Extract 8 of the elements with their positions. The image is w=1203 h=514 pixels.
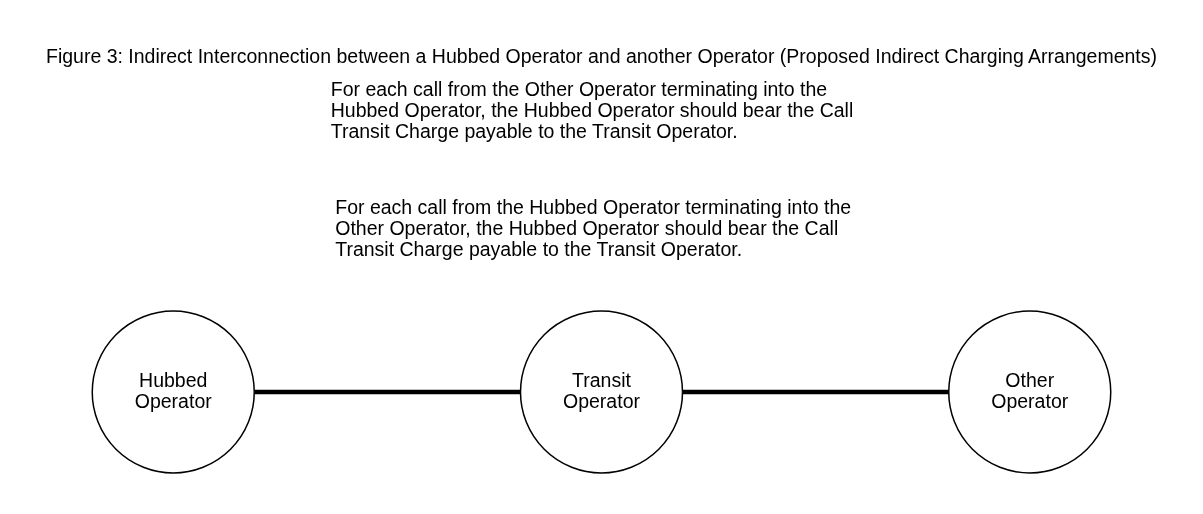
connector (254, 389, 521, 395)
label: For each call from the Other Operator terminating into the Hubbed Operator, the Hubbed Operator should bear the Call Transit Charge payable to the Transit Operator. (330, 77, 854, 142)
node-circle: Hubbed Operator (91, 310, 255, 474)
label: For each call from the Hubbed Operator terminating into the Other Operator, the Hubbed Operator should bear the Call Transit Charge payable to the Transit Operator. (335, 196, 852, 261)
diagram-title: Figure 3: Indirect Interconnection between a Hubbed Operator and another Operator (Proposed Indirect Charging Arrangements) (45, 44, 1158, 67)
connector (683, 389, 949, 395)
node-circle: Transit Operator (519, 310, 684, 474)
node-circle: Other Operator (948, 310, 1112, 474)
